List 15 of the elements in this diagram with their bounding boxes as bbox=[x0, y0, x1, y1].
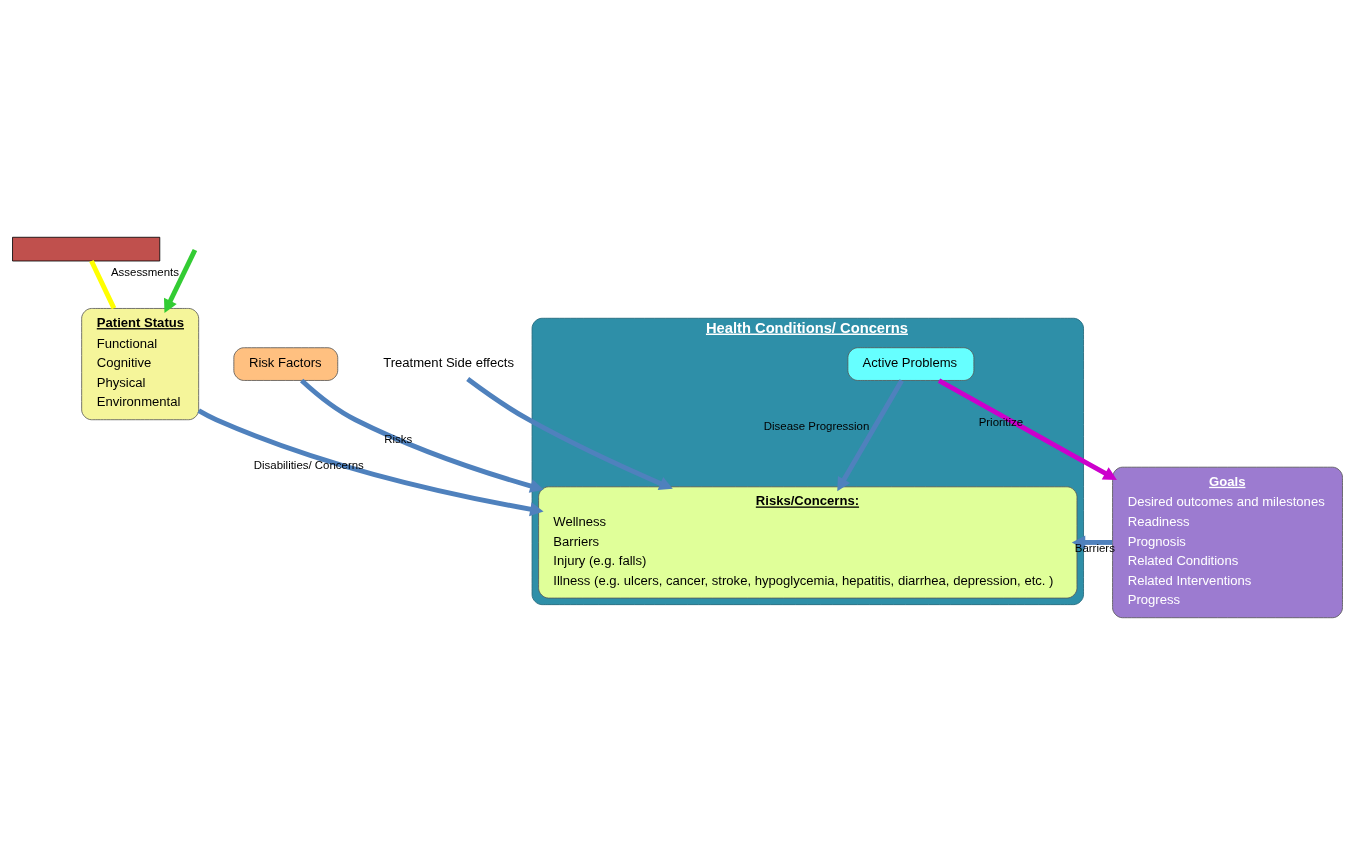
arrow bbox=[466, 377, 673, 491]
arrow bbox=[163, 248, 198, 314]
arrow bbox=[197, 408, 544, 517]
arrow bbox=[837, 379, 904, 492]
node-text: Treatment Side effects bbox=[383, 355, 515, 371]
node-box: Patient Status Functional Cognitive Physical Environmental bbox=[81, 308, 200, 421]
arrow bbox=[299, 378, 544, 493]
arrow bbox=[937, 378, 1117, 480]
node-box: Active Problems bbox=[847, 347, 975, 381]
edge-label: Disease Progression bbox=[763, 420, 870, 433]
node-box bbox=[12, 236, 161, 262]
edge-label: Assessments bbox=[110, 265, 179, 278]
connector bbox=[89, 259, 117, 310]
node-box: Risk Factors bbox=[233, 347, 339, 381]
edge-label: Risks bbox=[384, 433, 413, 446]
